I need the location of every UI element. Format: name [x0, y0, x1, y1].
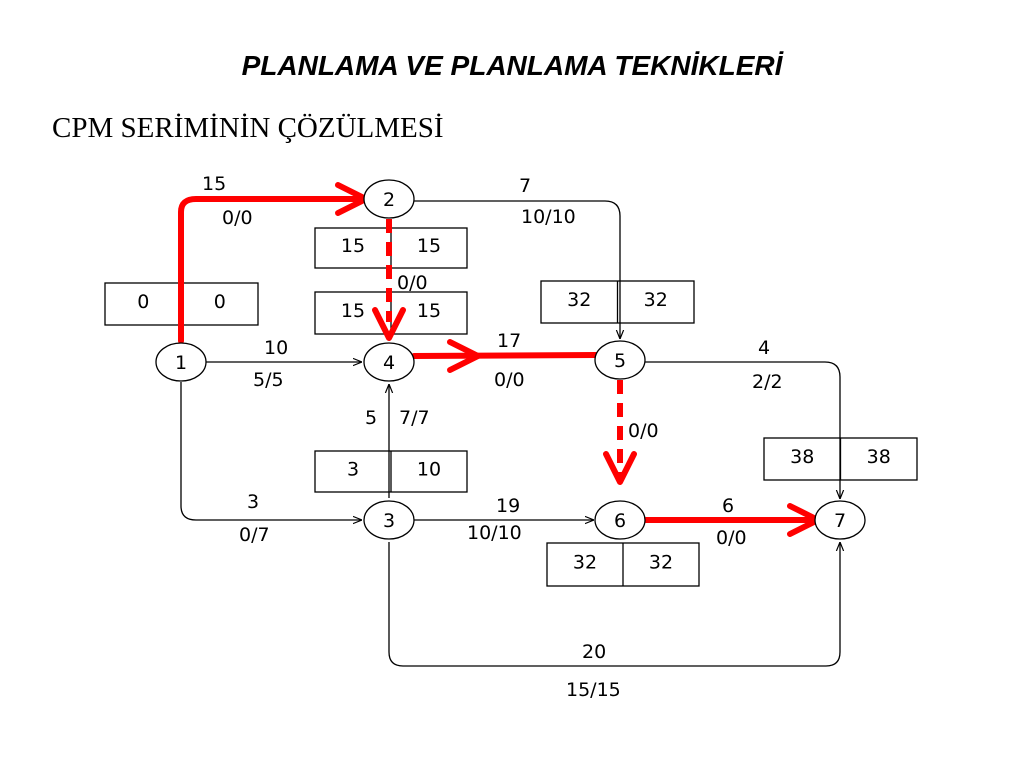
node-1-label: 1 [175, 352, 187, 374]
activity-1-2-duration: 15 [202, 173, 226, 195]
activity-4-5-arrow [411, 352, 599, 359]
node-4-late-time: 15 [417, 300, 441, 322]
activity-1-3-arrow [180, 382, 362, 520]
activity-5-6-float: 0/0 [628, 420, 659, 442]
activity-3-7-arrow [388, 542, 840, 667]
node-5-label: 5 [614, 350, 626, 372]
activity-5-6-arrowhead [603, 451, 637, 485]
node-2-label: 2 [383, 189, 395, 211]
node-5-time-box: 32 32 [540, 280, 695, 324]
page-title: PLANLAMA VE PLANLAMA TEKNİKLERİ [241, 50, 783, 81]
activity-5-7-duration: 4 [758, 337, 770, 359]
node-6-label: 6 [614, 510, 626, 532]
activity-4-5-arrowhead [447, 339, 481, 373]
node-7-early-time: 38 [790, 446, 814, 468]
activity-1-4-duration: 10 [264, 337, 288, 359]
node-3-early-time: 3 [347, 459, 359, 481]
activity-3-6-float: 10/10 [467, 522, 522, 544]
node-3: 3 [363, 500, 415, 540]
node-4: 4 [363, 342, 415, 382]
node-6-late-time: 32 [649, 552, 673, 574]
node-1-early-time: 0 [137, 291, 149, 313]
node-7-label: 7 [834, 510, 846, 532]
node-2-early-time: 15 [341, 235, 365, 257]
node-6: 6 [594, 500, 646, 540]
node-1: 1 [155, 342, 207, 382]
node-4-label: 4 [383, 352, 395, 374]
activity-1-3-float: 0/7 [239, 524, 270, 546]
node-6-time-box: 32 32 [546, 542, 700, 587]
node-4-early-time: 15 [341, 300, 365, 322]
node-5-early-time: 32 [567, 289, 591, 311]
node-3-late-time: 10 [417, 459, 441, 481]
node-5-late-time: 32 [644, 289, 668, 311]
activity-5-7-float: 2/2 [752, 371, 783, 393]
node-7: 7 [814, 500, 866, 540]
activity-1-3-duration: 3 [247, 491, 259, 513]
activity-2-5-duration: 7 [519, 175, 531, 197]
node-6-early-time: 32 [573, 552, 597, 574]
activity-2-5-arrow [414, 200, 620, 339]
activity-1-4-float: 5/5 [253, 369, 284, 391]
node-7-late-time: 38 [867, 446, 891, 468]
activity-5-7-arrow [645, 361, 840, 499]
activity-6-7-float: 0/0 [716, 527, 747, 549]
activity-3-7-duration: 20 [582, 641, 606, 663]
activity-3-4-duration: 5 [365, 407, 377, 429]
activity-4-5-duration: 17 [497, 330, 521, 352]
activity-2-4-float: 0/0 [397, 272, 428, 294]
node-2: 2 [363, 179, 415, 219]
activity-3-6-duration: 19 [496, 495, 520, 517]
node-3-label: 3 [383, 510, 395, 532]
node-3-time-box: 3 10 [314, 450, 468, 493]
activity-1-2-arrow [178, 196, 369, 344]
activity-2-5-float: 10/10 [521, 206, 576, 228]
page-subtitle: CPM SERİMİNİN ÇÖZÜLMESİ [52, 112, 444, 144]
activity-3-4-float: 7/7 [399, 407, 430, 429]
activity-2-4-arrowhead [372, 307, 406, 341]
node-5: 5 [594, 340, 646, 380]
activity-1-2-float: 0/0 [222, 207, 253, 229]
node-1-late-time: 0 [214, 291, 226, 313]
activity-4-5-float: 0/0 [494, 369, 525, 391]
activity-3-7-float: 15/15 [566, 679, 621, 701]
node-2-late-time: 15 [417, 235, 441, 257]
activity-6-7-duration: 6 [722, 495, 734, 517]
